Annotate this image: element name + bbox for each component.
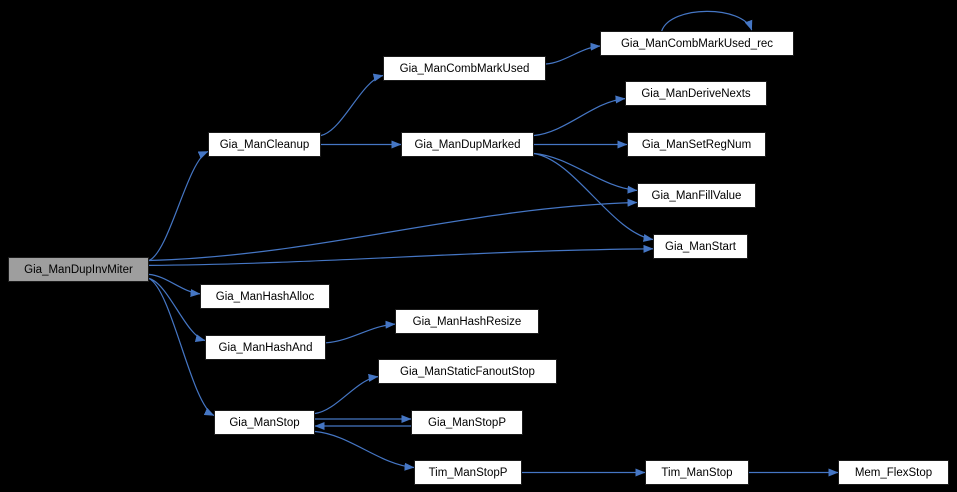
node-tim-man-stop[interactable]: Tim_ManStop bbox=[645, 460, 749, 485]
node-gia-man-dup-marked[interactable]: Gia_ManDupMarked bbox=[401, 132, 534, 157]
node-gia-man-start[interactable]: Gia_ManStart bbox=[653, 234, 748, 259]
node-gia-man-hash-resize[interactable]: Gia_ManHashResize bbox=[395, 309, 539, 334]
node-gia-man-static-fanout-stop[interactable]: Gia_ManStaticFanoutStop bbox=[378, 359, 557, 384]
node-gia-man-set-reg-num[interactable]: Gia_ManSetRegNum bbox=[627, 132, 766, 157]
node-gia-man-cleanup[interactable]: Gia_ManCleanup bbox=[208, 132, 321, 157]
node-gia-man-hash-alloc[interactable]: Gia_ManHashAlloc bbox=[200, 284, 330, 309]
node-gia-man-stop-p[interactable]: Gia_ManStopP bbox=[411, 410, 523, 435]
node-gia-man-hash-and[interactable]: Gia_ManHashAnd bbox=[205, 335, 326, 360]
node-gia-man-fill-value[interactable]: Gia_ManFillValue bbox=[637, 183, 756, 208]
node-gia-man-dup-inv-miter: Gia_ManDupInvMiter bbox=[8, 257, 149, 282]
node-gia-man-comb-mark-used[interactable]: Gia_ManCombMarkUsed bbox=[383, 56, 546, 81]
node-gia-man-comb-mark-used-rec[interactable]: Gia_ManCombMarkUsed_rec bbox=[600, 31, 794, 56]
node-tim-man-stop-p[interactable]: Tim_ManStopP bbox=[414, 460, 522, 485]
node-gia-man-derive-nexts[interactable]: Gia_ManDeriveNexts bbox=[625, 81, 767, 106]
node-gia-man-stop[interactable]: Gia_ManStop bbox=[214, 410, 315, 435]
node-mem-flex-stop[interactable]: Mem_FlexStop bbox=[838, 460, 949, 485]
